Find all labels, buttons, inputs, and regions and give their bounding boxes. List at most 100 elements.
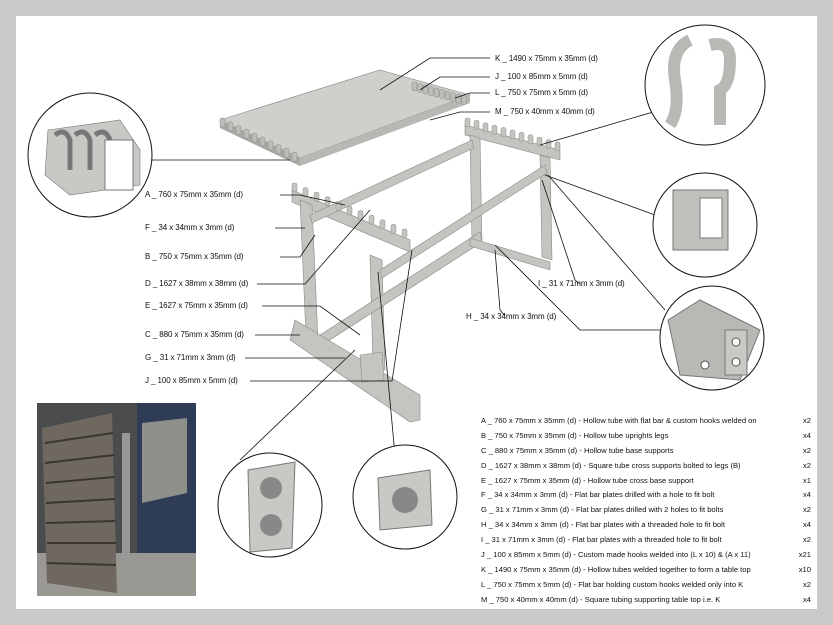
hook-j [357,210,364,220]
table-top [219,69,471,166]
callout-i: I _ 31 x 71mm x 3mm (d) [538,279,625,288]
part-qty: x2 [802,579,811,589]
hook-j [291,151,298,162]
part-desc: I _ 31 x 71mm x 3mm (d) - Flat bar plate… [481,535,722,545]
hook-j [390,224,397,234]
part-desc: J _ 100 x 85mm x 5mm (d) - Custom made h… [481,550,751,560]
hook-j [444,90,451,101]
hook-j [482,122,489,133]
part-desc: C _ 880 x 75mm x 35mm (d) - Hollow tube … [481,445,674,455]
hook-j [461,95,467,105]
part-desc: E _ 1627 x 75mm x 35mm (d) - Hollow tube… [481,475,694,485]
part-qty: x10 [798,564,811,574]
callout-j-top: J _ 100 x 85mm x 5mm (d) [495,72,588,81]
hook-j [291,182,298,193]
hook-j [275,144,282,154]
hook-j [545,139,552,149]
part-qty: x4 [802,430,811,440]
part-qty: x2 [802,535,811,545]
part-desc: F _ 34 x 34mm x 3mm (d) - Flat bar plate… [481,490,715,500]
part-desc: K _ 1490 x 75mm x 35mm (d) - Hollow tube… [481,564,751,574]
hook-j [368,214,375,225]
parts-row-k: K _ 1490 x 75mm x 35mm (d) - Hollow tube… [481,563,811,578]
part-qty: x21 [798,550,811,560]
hook-j [439,89,445,99]
hook-j [243,129,250,139]
detail-circle-tube-end [652,172,758,278]
part-qty: x4 [802,520,811,530]
callout-h: H _ 34 x 34mm x 3mm (d) [466,312,557,321]
hook-j [411,81,418,92]
parts-row-m: M _ 750 x 40mm x 40mm (d) - Square tubin… [481,593,811,608]
part-desc: G _ 31 x 71mm x 3mm (d) - Flat bar plate… [481,505,724,515]
parts-row-g: G _ 31 x 71mm x 3mm (d) - Flat bar plate… [481,503,811,518]
detail-circle-plate-i [352,444,458,550]
hook-j [509,129,516,140]
part-qty: x1 [802,475,811,485]
callout-e: E _ 1627 x 75mm x 35mm (d) [145,301,248,310]
hook-j [267,140,274,151]
parts-row-h: H _ 34 x 34mm x 3mm (d) - Flat bar plate… [481,518,811,533]
hook-j [500,127,507,137]
hook-j [464,117,471,128]
part-qty: x4 [802,594,811,604]
part-qty: x4 [802,490,811,500]
hook-j [433,87,440,98]
parts-row-j: J _ 100 x 85mm x 5mm (d) - Custom made h… [481,548,811,563]
parts-row-a: A _ 760 x 75mm x 35mm (d) - Hollow tube … [481,414,811,429]
hook-j [235,125,242,135]
hook-j [518,132,525,142]
detail-circle-hook [644,24,766,146]
hook-j [219,117,226,128]
callout-d: D _ 1627 x 38mm x 38mm (d) [145,279,249,288]
part-desc: A _ 760 x 75mm x 35mm (d) - Hollow tube … [481,416,757,425]
detail-circle-plate-g [217,452,323,558]
hook-j [259,136,266,147]
hook-j [251,132,258,143]
leader-lines [150,57,668,461]
hook-j [554,141,561,152]
part-qty: x2 [802,505,811,515]
parts-row-f: F _ 34 x 34mm x 3mm (d) - Flat bar plate… [481,488,811,503]
part-qty: x2 [802,445,811,455]
hook-j [527,134,534,145]
part-desc: M _ 750 x 40mm x 40mm (d) - Square tubin… [481,594,721,604]
hook-j [227,121,234,132]
part-qty: x2 [802,460,811,470]
callout-b: B _ 750 x 75mm x 35mm (d) [145,252,244,261]
detail-circle-hooks-end [27,92,153,218]
callout-f: F _ 34 x 34mm x 3mm (d) [145,223,235,232]
hook-j [283,148,290,158]
part-desc: H _ 34 x 34mm x 3mm (d) - Flat bar plate… [481,520,725,530]
part-qty: x2 [802,416,811,425]
hook-j [417,83,423,93]
parts-list: A _ 760 x 75mm x 35mm (d) - Hollow tube … [481,414,811,608]
hook-j [335,201,342,211]
parts-row-e: E _ 1627 x 75mm x 35mm (d) - Hollow tube… [481,474,811,489]
hook-j [536,136,543,147]
hook-j [428,86,434,96]
part-desc: B _ 750 x 75mm x 35mm (d) - Hollow tube … [481,430,669,440]
part-desc: D _ 1627 x 38mm x 38mm (d) - Square tube… [481,460,741,470]
hook-j [346,205,353,216]
hook-j [455,93,462,104]
hook-j [313,191,320,202]
hook-j [379,219,386,230]
part-desc: L _ 750 x 75mm x 5mm (d) - Flat bar hold… [481,579,744,589]
callout-c: C _ 880 x 75mm x 35mm (d) [145,330,244,339]
callout-k: K _ 1490 x 75mm x 35mm (d) [495,54,598,63]
parts-row-c: C _ 880 x 75mm x 35mm (d) - Hollow tube … [481,444,811,459]
callout-j-left: J _ 100 x 85mm x 5mm (d) [145,376,238,385]
parts-row-b: B _ 750 x 75mm x 35mm (d) - Hollow tube … [481,429,811,444]
hook-j [302,187,309,197]
parts-row-i: I _ 31 x 71mm x 3mm (d) - Flat bar plate… [481,533,811,548]
hook-j [401,228,408,239]
callout-m: M _ 750 x 40mm x 40mm (d) [495,107,595,116]
callout-g: G _ 31 x 71mm x 3mm (d) [145,353,236,362]
detail-circle-bolt-plate [659,285,765,391]
hook-j [450,92,456,102]
parts-row-d: D _ 1627 x 38mm x 38mm (d) - Square tube… [481,459,811,474]
callout-l: L _ 750 x 75mm x 5mm (d) [495,88,588,97]
reference-photo [37,403,196,596]
